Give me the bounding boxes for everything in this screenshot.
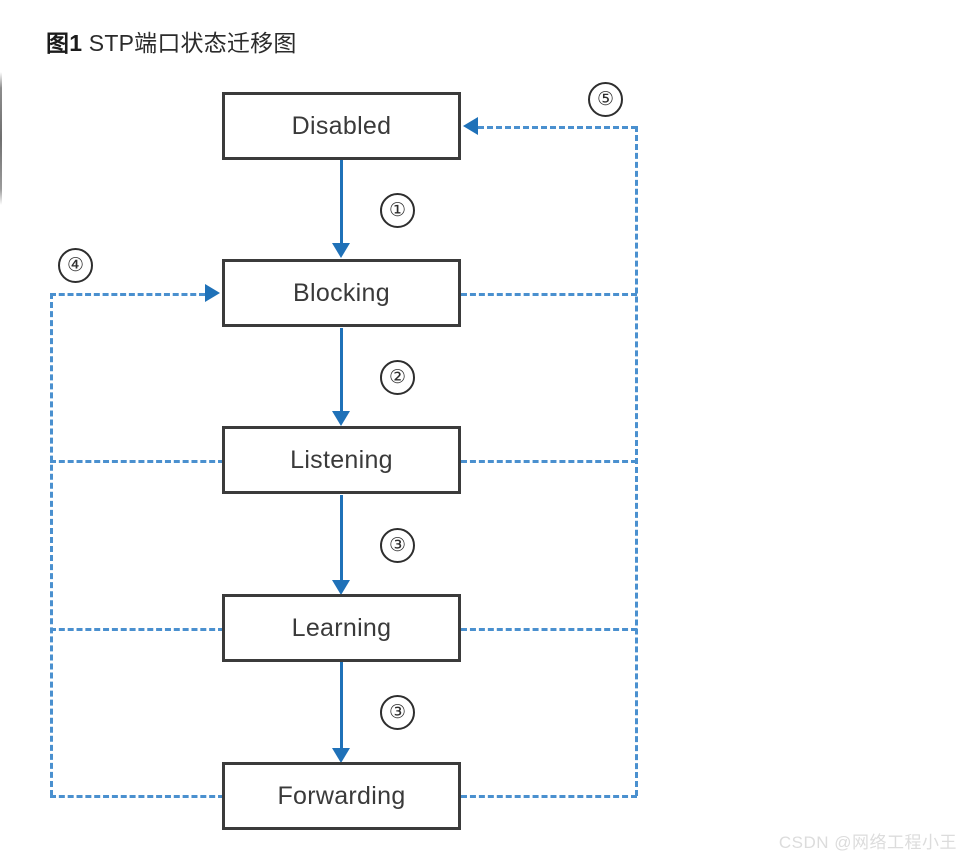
figure-caption: 图1 STP端口状态迁移图 xyxy=(46,24,297,58)
state-node-listening-label: Listening xyxy=(290,445,393,474)
dashed-forwarding-right xyxy=(461,795,637,798)
dashed-learning-left xyxy=(50,628,224,631)
arrowhead-into-blocking xyxy=(205,284,220,302)
step-marker-5-label: ⑤ xyxy=(596,89,615,110)
state-node-learning[interactable]: Learning xyxy=(222,594,461,662)
step-marker-2: ② xyxy=(380,360,415,395)
step-marker-5: ⑤ xyxy=(588,82,623,117)
dashed-forwarding-left xyxy=(50,795,224,798)
page-edge-rule xyxy=(0,72,2,205)
step-marker-2-label: ② xyxy=(388,367,407,388)
arrow-listening-to-learning xyxy=(332,495,350,595)
dashed-listening-right xyxy=(461,460,637,463)
step-marker-1-label: ① xyxy=(388,200,407,221)
state-node-blocking[interactable]: Blocking xyxy=(222,259,461,327)
state-node-learning-label: Learning xyxy=(291,613,392,642)
state-node-forwarding[interactable]: Forwarding xyxy=(222,762,461,830)
step-marker-3b-label: ③ xyxy=(388,702,407,723)
dashed-blocking-right xyxy=(461,293,637,296)
step-marker-3b: ③ xyxy=(380,695,415,730)
dashed-listening-left xyxy=(50,460,224,463)
state-node-blocking-label: Blocking xyxy=(293,278,390,307)
figure-caption-text: STP端口状态迁移图 xyxy=(82,30,297,56)
dashed-left-trunk xyxy=(50,293,53,796)
state-node-forwarding-label: Forwarding xyxy=(277,781,406,810)
arrow-blocking-to-listening xyxy=(332,328,350,426)
step-marker-3a: ③ xyxy=(380,528,415,563)
arrowhead-into-disabled xyxy=(463,117,478,135)
watermark: CSDN @网络工程小王 xyxy=(778,833,957,852)
state-node-listening[interactable]: Listening xyxy=(222,426,461,494)
arrow-disabled-to-blocking xyxy=(332,160,350,258)
figure-number: 图1 xyxy=(46,30,83,56)
arrow-learning-to-forwarding xyxy=(332,662,350,763)
step-marker-3a-label: ③ xyxy=(388,535,407,556)
step-marker-1: ① xyxy=(380,193,415,228)
state-node-disabled-label: Disabled xyxy=(291,111,392,140)
state-node-disabled[interactable]: Disabled xyxy=(222,92,461,160)
dashed-learning-right xyxy=(461,628,637,631)
dashed-to-disabled xyxy=(478,126,637,129)
step-marker-4: ④ xyxy=(58,248,93,283)
dashed-to-blocking xyxy=(50,293,205,296)
step-marker-4-label: ④ xyxy=(66,255,85,276)
